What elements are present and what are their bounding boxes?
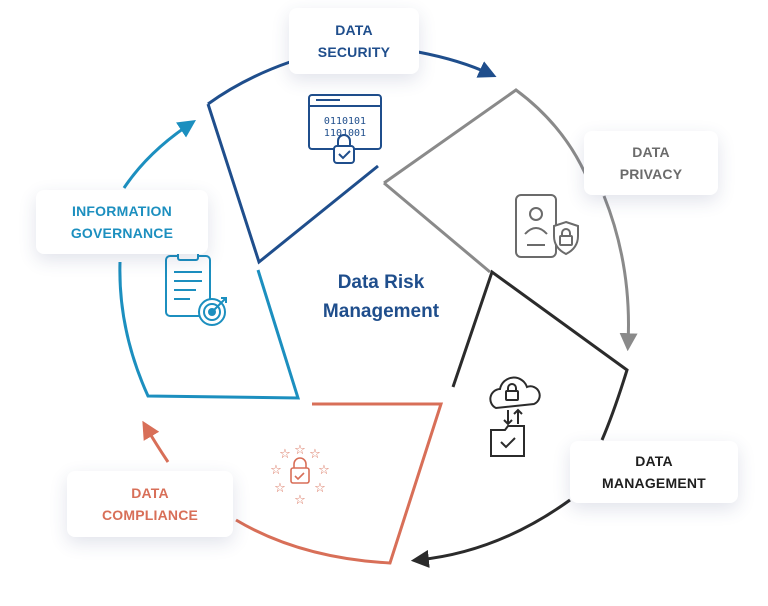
card-label-line-1: DATA — [335, 22, 373, 38]
svg-text:☆: ☆ — [314, 481, 326, 496]
segment-outline — [207, 60, 291, 106]
segment-outline — [235, 402, 444, 565]
card-data-compliance: DATA COMPLIANCE — [67, 471, 233, 537]
cloud-lock-folder-icon — [489, 376, 541, 457]
clipboard-target-icon — [165, 250, 227, 326]
segment-outline — [118, 261, 301, 400]
segment-outline — [383, 88, 594, 191]
card-label-line-1: DATA — [131, 485, 169, 501]
svg-text:☆: ☆ — [318, 463, 330, 478]
segment-data-management — [410, 269, 629, 568]
card-label-line-2: COMPLIANCE — [101, 507, 199, 523]
card-label-line-1: DATA — [632, 144, 670, 160]
segment-outline — [383, 181, 491, 274]
card-label-line-1: INFORMATION — [72, 203, 172, 219]
card-data-privacy: DATA PRIVACY — [584, 131, 718, 195]
binary-lock-icon: 0110101 1101001 — [308, 94, 382, 164]
svg-text:☆: ☆ — [294, 493, 306, 508]
arrow-governance-to-security — [122, 120, 196, 189]
segment-outline — [451, 269, 629, 441]
svg-text:☆: ☆ — [274, 481, 286, 496]
svg-text:☆: ☆ — [279, 447, 291, 462]
arrow-compliance-to-governance — [142, 420, 170, 463]
center-title: Data Risk Management — [296, 268, 466, 326]
svg-text:☆: ☆ — [270, 463, 282, 478]
arrow-security-to-privacy — [417, 50, 497, 78]
svg-text:☆: ☆ — [294, 443, 306, 458]
card-data-security: DATA SECURITY — [289, 8, 419, 74]
card-label-line-2: GOVERNANCE — [70, 225, 174, 241]
svg-text:1101001: 1101001 — [324, 128, 366, 139]
segment-outline — [206, 103, 379, 265]
center-title-line-1: Data Risk — [337, 272, 425, 293]
card-data-management: DATA MANAGEMENT — [570, 441, 738, 503]
segment-data-security — [206, 50, 497, 265]
arrow-management-to-compliance — [410, 498, 571, 568]
arrow-privacy-to-management — [602, 195, 638, 352]
stars-lock-icon: ☆ ☆ ☆ ☆ ☆ ☆ ☆ ☆ — [270, 443, 330, 508]
phone-user-shield-icon — [515, 194, 579, 258]
segment-information-governance — [118, 120, 301, 400]
card-label-line-2: PRIVACY — [619, 166, 683, 182]
card-information-governance: INFORMATION GOVERNANCE — [36, 190, 208, 254]
svg-text:☆: ☆ — [309, 447, 321, 462]
center-title-line-2: Management — [322, 301, 440, 322]
svg-text:0110101: 0110101 — [324, 116, 366, 127]
card-label-line-1: DATA — [635, 453, 673, 469]
card-label-line-2: MANAGEMENT — [602, 475, 706, 491]
segment-data-compliance — [142, 402, 444, 565]
card-label-line-2: SECURITY — [317, 44, 391, 60]
